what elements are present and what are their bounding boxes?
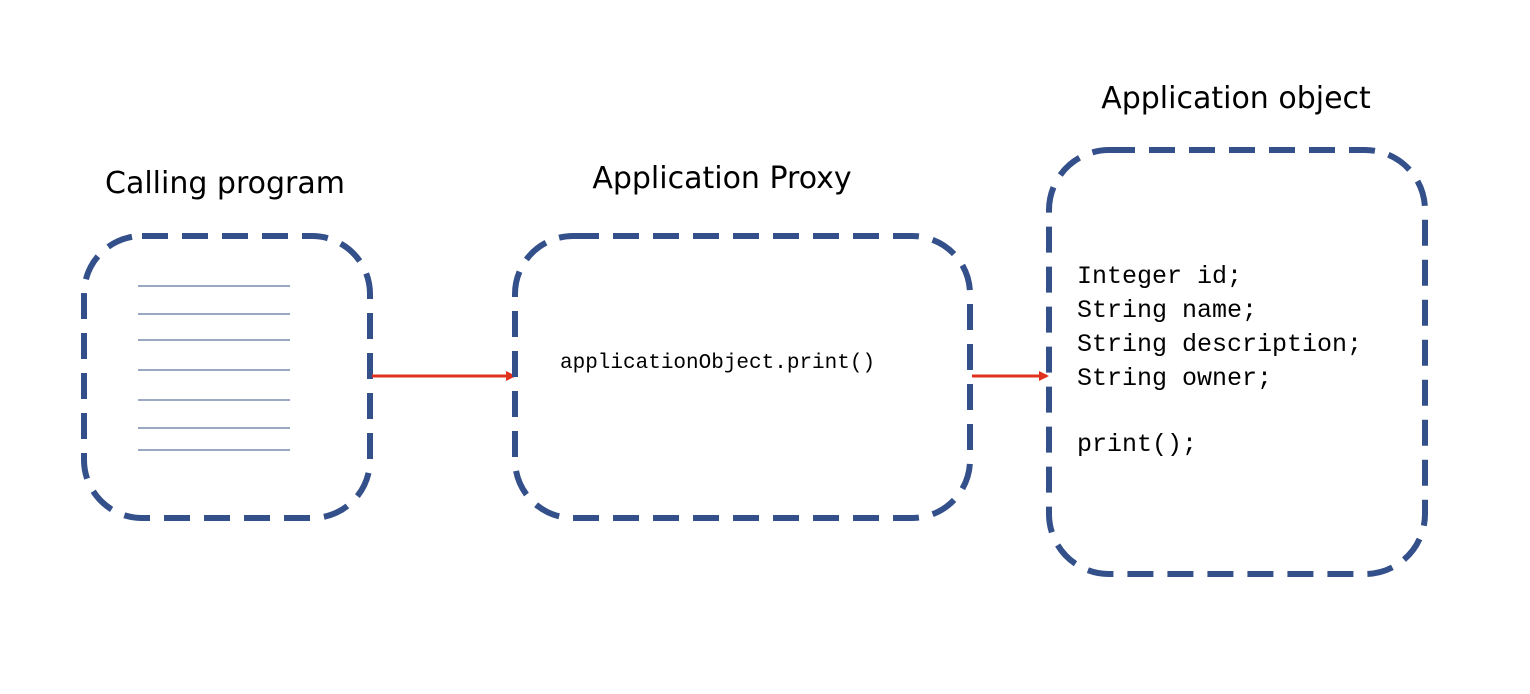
application-proxy-node: Application Proxy applicationObject.prin… [512,161,973,521]
application-object-title: Application object [1101,81,1371,116]
calling-program-title: Calling program [105,166,345,201]
code-line: String owner; [1077,364,1272,393]
application-object-code: Integer id; String name; String descript… [1077,262,1362,459]
code-line: String description; [1077,330,1362,359]
application-object-box [1046,147,1428,577]
application-proxy-title: Application Proxy [592,161,851,196]
code-line: Integer id; [1077,262,1242,291]
code-line: String name; [1077,296,1257,325]
document-lines-icon [138,285,290,451]
application-object-node: Application object Integer id; String na… [1046,81,1428,577]
calling-program-node: Calling program [81,166,373,521]
calling-program-box [81,233,373,521]
application-proxy-box [512,233,973,521]
code-line: print(); [1077,430,1197,459]
proxy-code-text: applicationObject.print() [560,352,875,375]
